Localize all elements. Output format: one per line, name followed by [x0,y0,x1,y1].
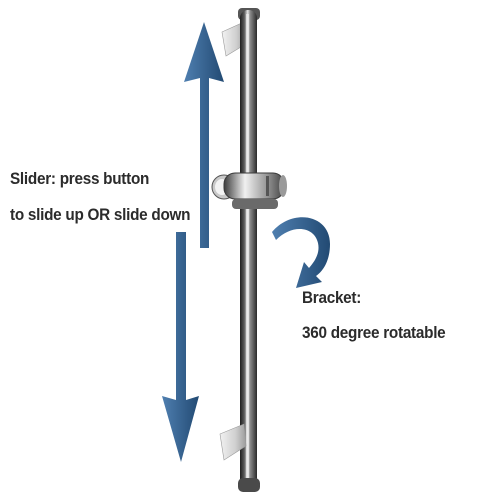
slider-caption-line1: Slider: press button [10,169,150,188]
slide-rail-rod [240,10,257,488]
slider-bracket [211,172,287,209]
slider-caption-line2: to slide up OR slide down [10,205,191,224]
bracket-caption-line1: Bracket: [302,288,362,307]
bracket-caption-line2: 360 degree rotatable [302,323,446,342]
down-arrow-icon [162,232,199,462]
bottom-wall-mount [219,423,260,492]
up-arrow-icon [184,22,224,248]
rotate-arrow-icon [272,217,330,288]
